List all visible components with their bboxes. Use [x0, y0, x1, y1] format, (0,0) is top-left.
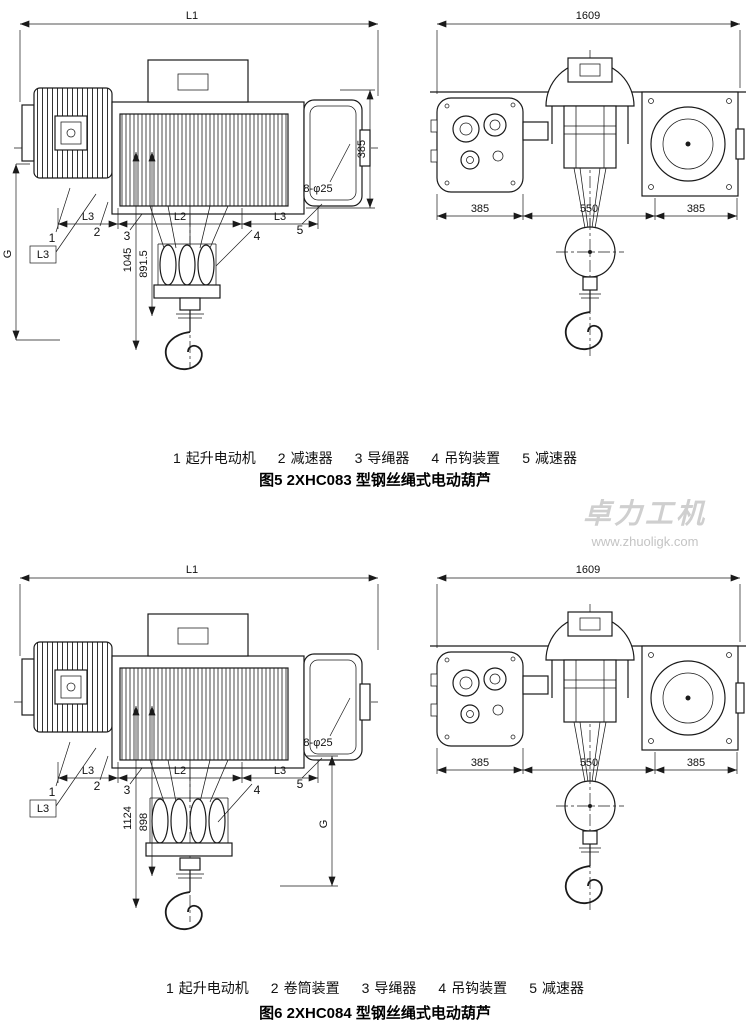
callout-4: 4 [254, 229, 261, 243]
dim-L3-left: L3 [82, 765, 94, 777]
figure6-drawing: L1 8-φ25 L3 L2 L3 1 2 3 4 5 1124 898 [13, 564, 747, 931]
front-view: L1 385 8-φ25 L3 L2 L3 1 2 3 4 5 [2, 10, 379, 371]
dim-385-height: 385 [356, 140, 368, 158]
callout-4: 4 [254, 783, 261, 797]
dim-L1: L1 [186, 10, 198, 22]
dim-vertical-1: 1124 [122, 806, 134, 830]
callout-3: 3 [124, 229, 131, 243]
label-L3-box: L3 [37, 803, 49, 815]
side-dimensions: 1609 385 550 385 [436, 564, 741, 774]
dim-L2: L2 [174, 211, 186, 223]
dim-L3-right: L3 [274, 765, 286, 777]
front-dimensions: L1 8-φ25 L3 L2 L3 1 2 3 4 5 1124 898 [19, 564, 379, 908]
hoist-body [13, 59, 379, 369]
dim-385-right: 385 [687, 203, 705, 215]
front-view: L1 8-φ25 L3 L2 L3 1 2 3 4 5 1124 898 [13, 564, 379, 931]
dim-vertical-2: 891.5 [138, 250, 150, 278]
dim-385-left: 385 [471, 757, 489, 769]
hoist-body [13, 613, 379, 923]
dim-vertical-1: 1045 [122, 248, 134, 272]
figure5-drawing: L1 385 8-φ25 L3 L2 L3 1 2 3 4 5 [2, 10, 747, 371]
hook-icon [164, 297, 205, 371]
dim-1609: 1609 [576, 10, 600, 22]
watermark-logo: 卓力工机 [582, 498, 707, 529]
front-dimensions: L1 385 8-φ25 L3 L2 L3 1 2 3 4 5 [2, 10, 379, 350]
dim-550: 550 [580, 203, 598, 215]
dim-8-phi-25: 8-φ25 [303, 737, 332, 749]
dim-G: G [2, 250, 14, 259]
side-view: 1609 385 550 385 [429, 10, 747, 357]
dim-L1: L1 [186, 564, 198, 576]
callout-5: 5 [297, 777, 304, 791]
dim-vertical-2: 898 [138, 813, 150, 831]
callout-1: 1 [49, 231, 56, 245]
watermark: 卓力工机 www.zhuoligk.com [540, 492, 750, 549]
hook-block [153, 243, 221, 371]
callout-1: 1 [49, 785, 56, 799]
dim-1609: 1609 [576, 564, 600, 576]
figure5-caption: 图5 2XHC083 型钢丝绳式电动葫芦 [259, 472, 491, 489]
figure6-caption: 图6 2XHC084 型钢丝绳式电动葫芦 [259, 1005, 491, 1022]
dim-G: G [318, 820, 330, 829]
label-L3-box: L3 [37, 249, 49, 261]
side-view: 1609 385 550 385 [429, 564, 747, 911]
dim-550: 550 [580, 757, 598, 769]
callout-5: 5 [297, 223, 304, 237]
hook-block [145, 797, 233, 931]
dim-L2: L2 [174, 765, 186, 777]
dim-L3-right: L3 [274, 211, 286, 223]
hook-icon [164, 857, 205, 931]
dim-385-right: 385 [687, 757, 705, 769]
dim-8-phi-25: 8-φ25 [303, 183, 332, 195]
callout-3: 3 [124, 783, 131, 797]
callout-2: 2 [94, 779, 101, 793]
watermark-url: www.zhuoligk.com [591, 534, 699, 549]
dim-L3-left: L3 [82, 211, 94, 223]
side-dimensions: 1609 385 550 385 [436, 10, 741, 220]
callout-2: 2 [94, 225, 101, 239]
dim-385-left: 385 [471, 203, 489, 215]
